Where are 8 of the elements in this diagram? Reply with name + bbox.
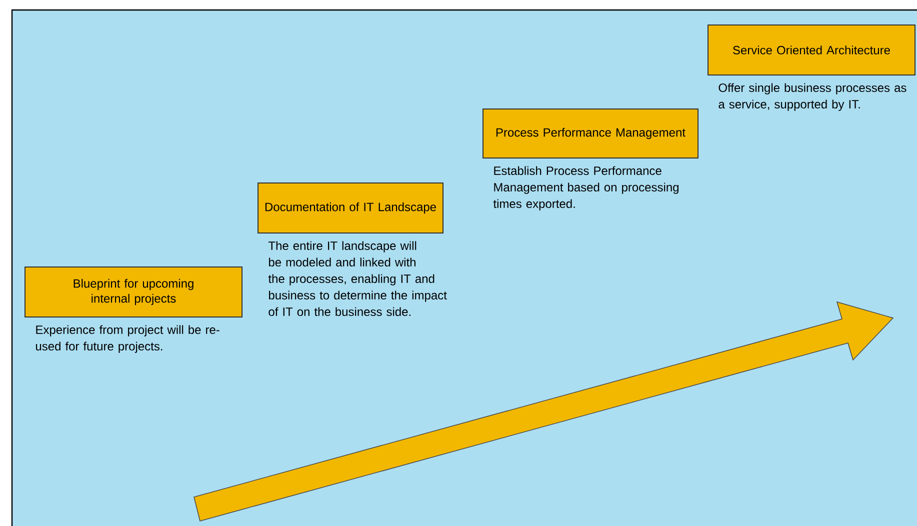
title-box: Blueprint for upcoming internal projects — [24, 266, 242, 318]
description-text: Experience from project will be re-used for future projects. — [36, 325, 220, 353]
description-text: The entire IT landscape will be modeled and linked with the processes, enabling IT and business to determine the impact of IT on the business side. — [268, 241, 447, 316]
description-text: Establish Process Performance Management based on processing times exported. — [493, 166, 678, 210]
title-box: Documentation of IT Landscape — [258, 182, 444, 234]
description-text: Offer single business processes as a service, supported by IT. — [718, 83, 906, 111]
title-box: Service Oriented Architecture — [708, 24, 916, 76]
title-box: Process Performance Management — [482, 108, 698, 158]
